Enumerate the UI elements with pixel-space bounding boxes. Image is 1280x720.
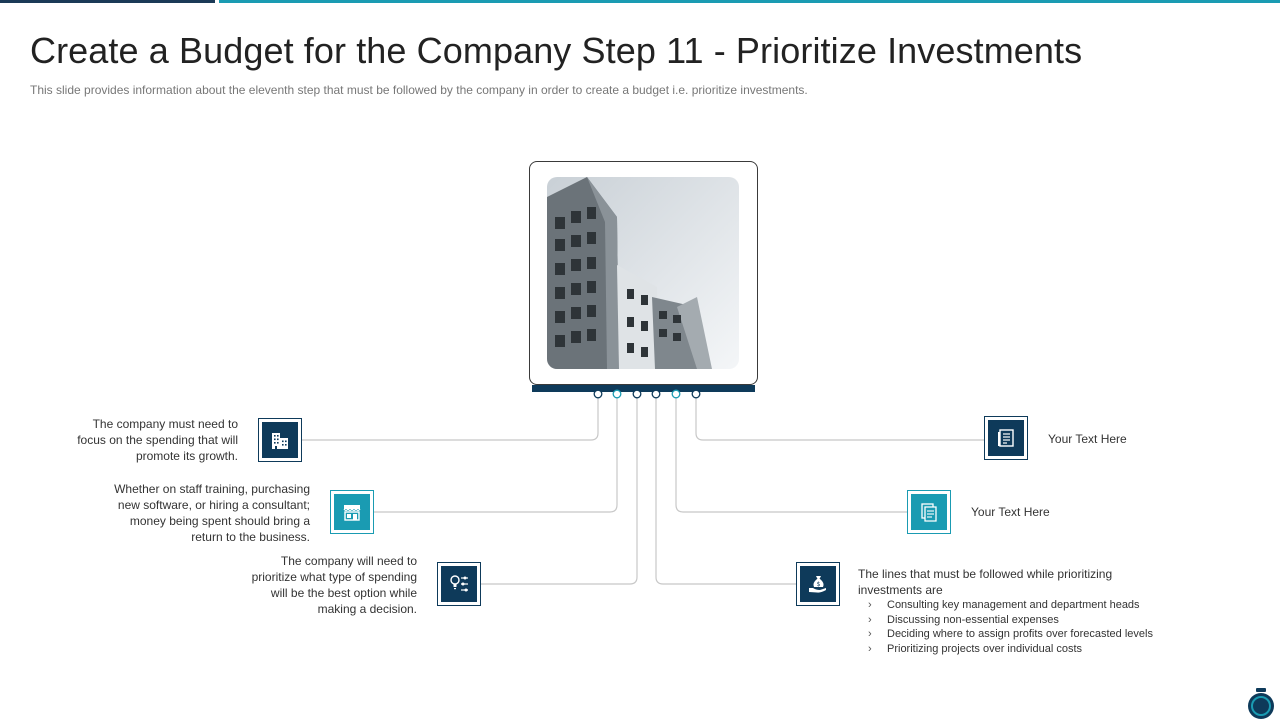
connector-dot-6: [691, 389, 701, 399]
slide-title: Create a Budget for the Company Step 11 …: [30, 30, 1083, 71]
top-accent-bar-teal: [219, 0, 1280, 3]
slide-subtitle: This slide provides information about th…: [30, 83, 808, 97]
connector-dot-3: [632, 389, 642, 399]
left-item-3-text: The company will need to prioritize what…: [251, 554, 417, 616]
building-photo: [547, 177, 739, 369]
svg-text:$: $: [817, 581, 821, 588]
left-item-1-text: The company must need to focus on the sp…: [77, 417, 238, 463]
lightbulb-options-icon: [450, 575, 468, 592]
left-item-2-icon-box: [330, 490, 374, 534]
left-item-2-text: Whether on staff training, purchasing ne…: [114, 482, 310, 544]
connector-line-1: [302, 394, 599, 441]
top-accent-bar-dark: [0, 0, 215, 3]
corner-logo-icon: [1245, 688, 1277, 720]
list-item: ›Deciding where to assign profits over f…: [868, 628, 1153, 640]
left-item-3-icon-box: [437, 562, 481, 606]
right-item-3-icon-box: $: [796, 562, 840, 606]
connector-dot-5: [671, 389, 681, 399]
left-item-1-icon-box: [258, 418, 302, 462]
documents-icon: [921, 503, 937, 522]
connector-dot-4: [651, 389, 661, 399]
right-item-1-icon-box: [984, 416, 1028, 460]
image-base-bar: [532, 385, 755, 392]
connector-line-6: [695, 394, 984, 441]
connector-line-3: [481, 394, 638, 585]
right-item-2-icon-box: [907, 490, 951, 534]
connector-dot-1: [593, 389, 603, 399]
office-building-icon: [272, 433, 288, 449]
list-item: ›Prioritizing projects over individual c…: [868, 642, 1083, 655]
list-item: ›Discussing non-essential expenses: [868, 613, 1059, 626]
right-item-2-text: Your Text Here: [971, 505, 1050, 519]
report-document-icon: [998, 429, 1014, 447]
money-bag-hand-icon: $: [809, 576, 826, 593]
connector-line-2: [374, 394, 618, 513]
list-item: ›Consulting key management and departmen…: [868, 599, 1140, 611]
bullet-list: ›Consulting key management and departmen…: [868, 598, 1153, 656]
connector-dot-2: [612, 389, 622, 399]
right-item-1-text: Your Text Here: [1048, 432, 1127, 446]
connector-line-5: [675, 394, 907, 513]
right-item-3-text: The lines that must be followed while pr…: [858, 567, 1113, 597]
store-front-icon: [343, 505, 361, 521]
connector-line-4: [655, 394, 796, 585]
